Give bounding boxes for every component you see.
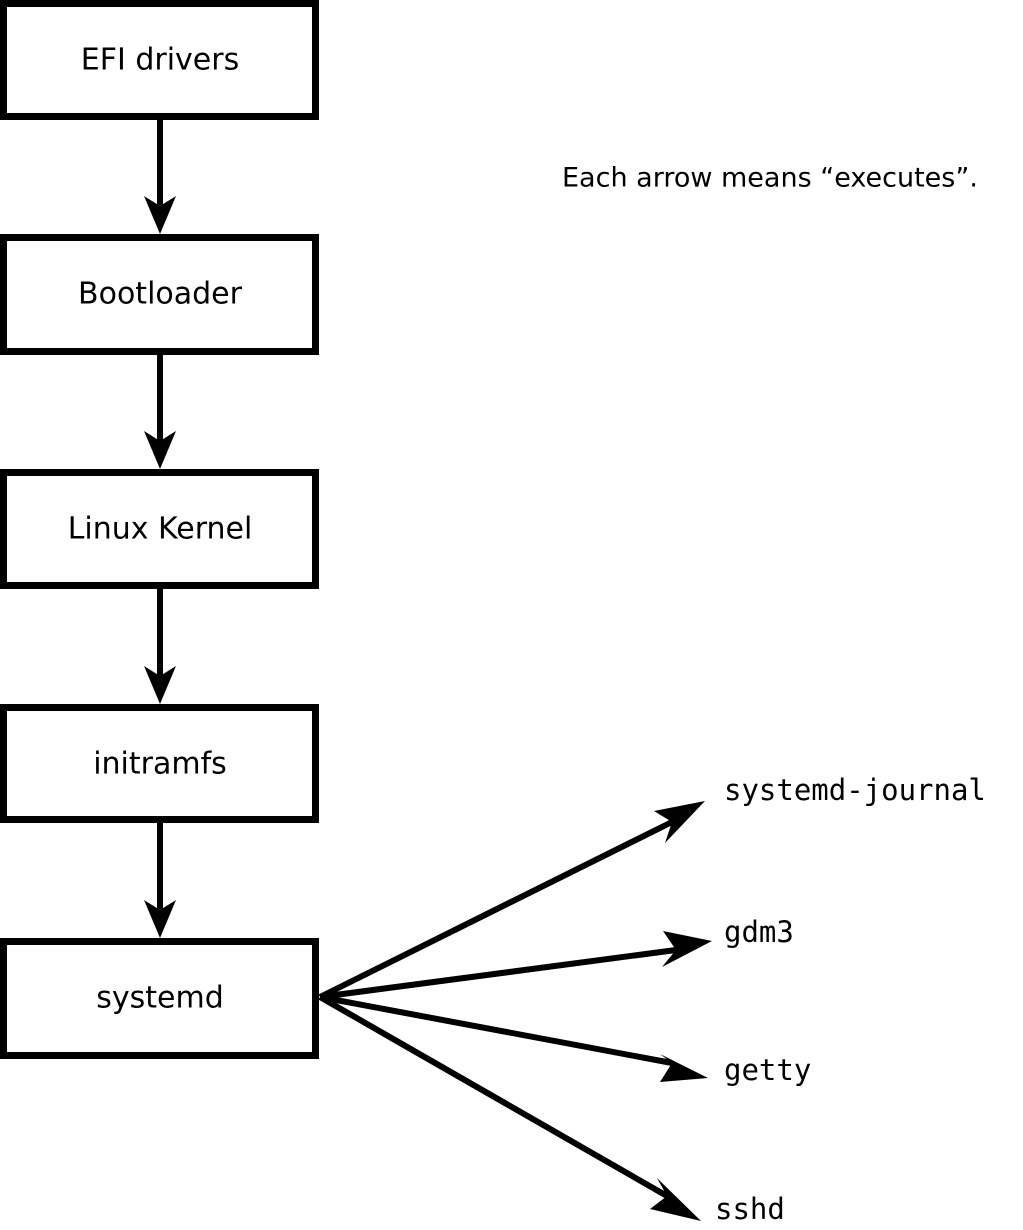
- chain-arrowhead-icon: [144, 900, 176, 938]
- fan-arrowhead-icon: [650, 1178, 701, 1221]
- node-label-efi-drivers: EFI drivers: [81, 43, 239, 78]
- node-box-outline: [0, 704, 319, 823]
- fan-arrow-line: [318, 994, 669, 1199]
- fan-arrow-sshd: [318, 994, 701, 1221]
- chain-arrowhead-icon: [144, 196, 176, 234]
- service-label-getty: getty: [724, 1053, 811, 1087]
- fan-arrow-line: [318, 819, 674, 1000]
- fan-arrow-systemd-journal: [318, 801, 705, 1000]
- chain-arrow-kernel-to-initramfs: [144, 588, 176, 704]
- fan-arrowhead-icon: [660, 1054, 708, 1082]
- node-linux-kernel[interactable]: Linux Kernel: [0, 469, 319, 589]
- chain-arrow-initramfs-to-systemd: [144, 822, 176, 938]
- node-box-outline: [0, 938, 319, 1059]
- node-efi-drivers[interactable]: EFI drivers: [0, 0, 319, 120]
- chain-arrowhead-icon: [144, 666, 176, 704]
- chain-arrow-bootloader-to-kernel: [144, 354, 176, 469]
- node-label-initramfs: initramfs: [93, 747, 227, 782]
- fan-arrow-line: [319, 947, 677, 1000]
- node-label-linux-kernel: Linux Kernel: [68, 512, 253, 547]
- chain-arrow-efi-to-bootloader: [144, 118, 176, 234]
- node-box-outline: [0, 234, 319, 355]
- node-initramfs[interactable]: initramfs: [0, 704, 319, 823]
- fan-arrowhead-icon: [654, 801, 705, 843]
- node-label-systemd: systemd: [96, 981, 224, 1016]
- fan-arrow-line: [319, 994, 673, 1066]
- node-box-outline: [0, 0, 319, 120]
- node-label-bootloader: Bootloader: [78, 277, 243, 312]
- service-label-systemd-journal: systemd-journal: [724, 773, 986, 807]
- diagram-caption: Each arrow means “executes”.: [562, 163, 978, 194]
- service-label-gdm3: gdm3: [724, 915, 794, 949]
- service-label-sshd: sshd: [715, 1192, 785, 1226]
- node-bootloader[interactable]: Bootloader: [0, 234, 319, 355]
- node-systemd[interactable]: systemd: [0, 938, 319, 1059]
- fan-arrow-gdm3: [319, 931, 712, 1000]
- fan-arrowhead-icon: [662, 931, 712, 967]
- node-box-outline: [0, 469, 319, 589]
- chain-arrowhead-icon: [144, 431, 176, 469]
- fan-arrow-getty: [319, 994, 708, 1082]
